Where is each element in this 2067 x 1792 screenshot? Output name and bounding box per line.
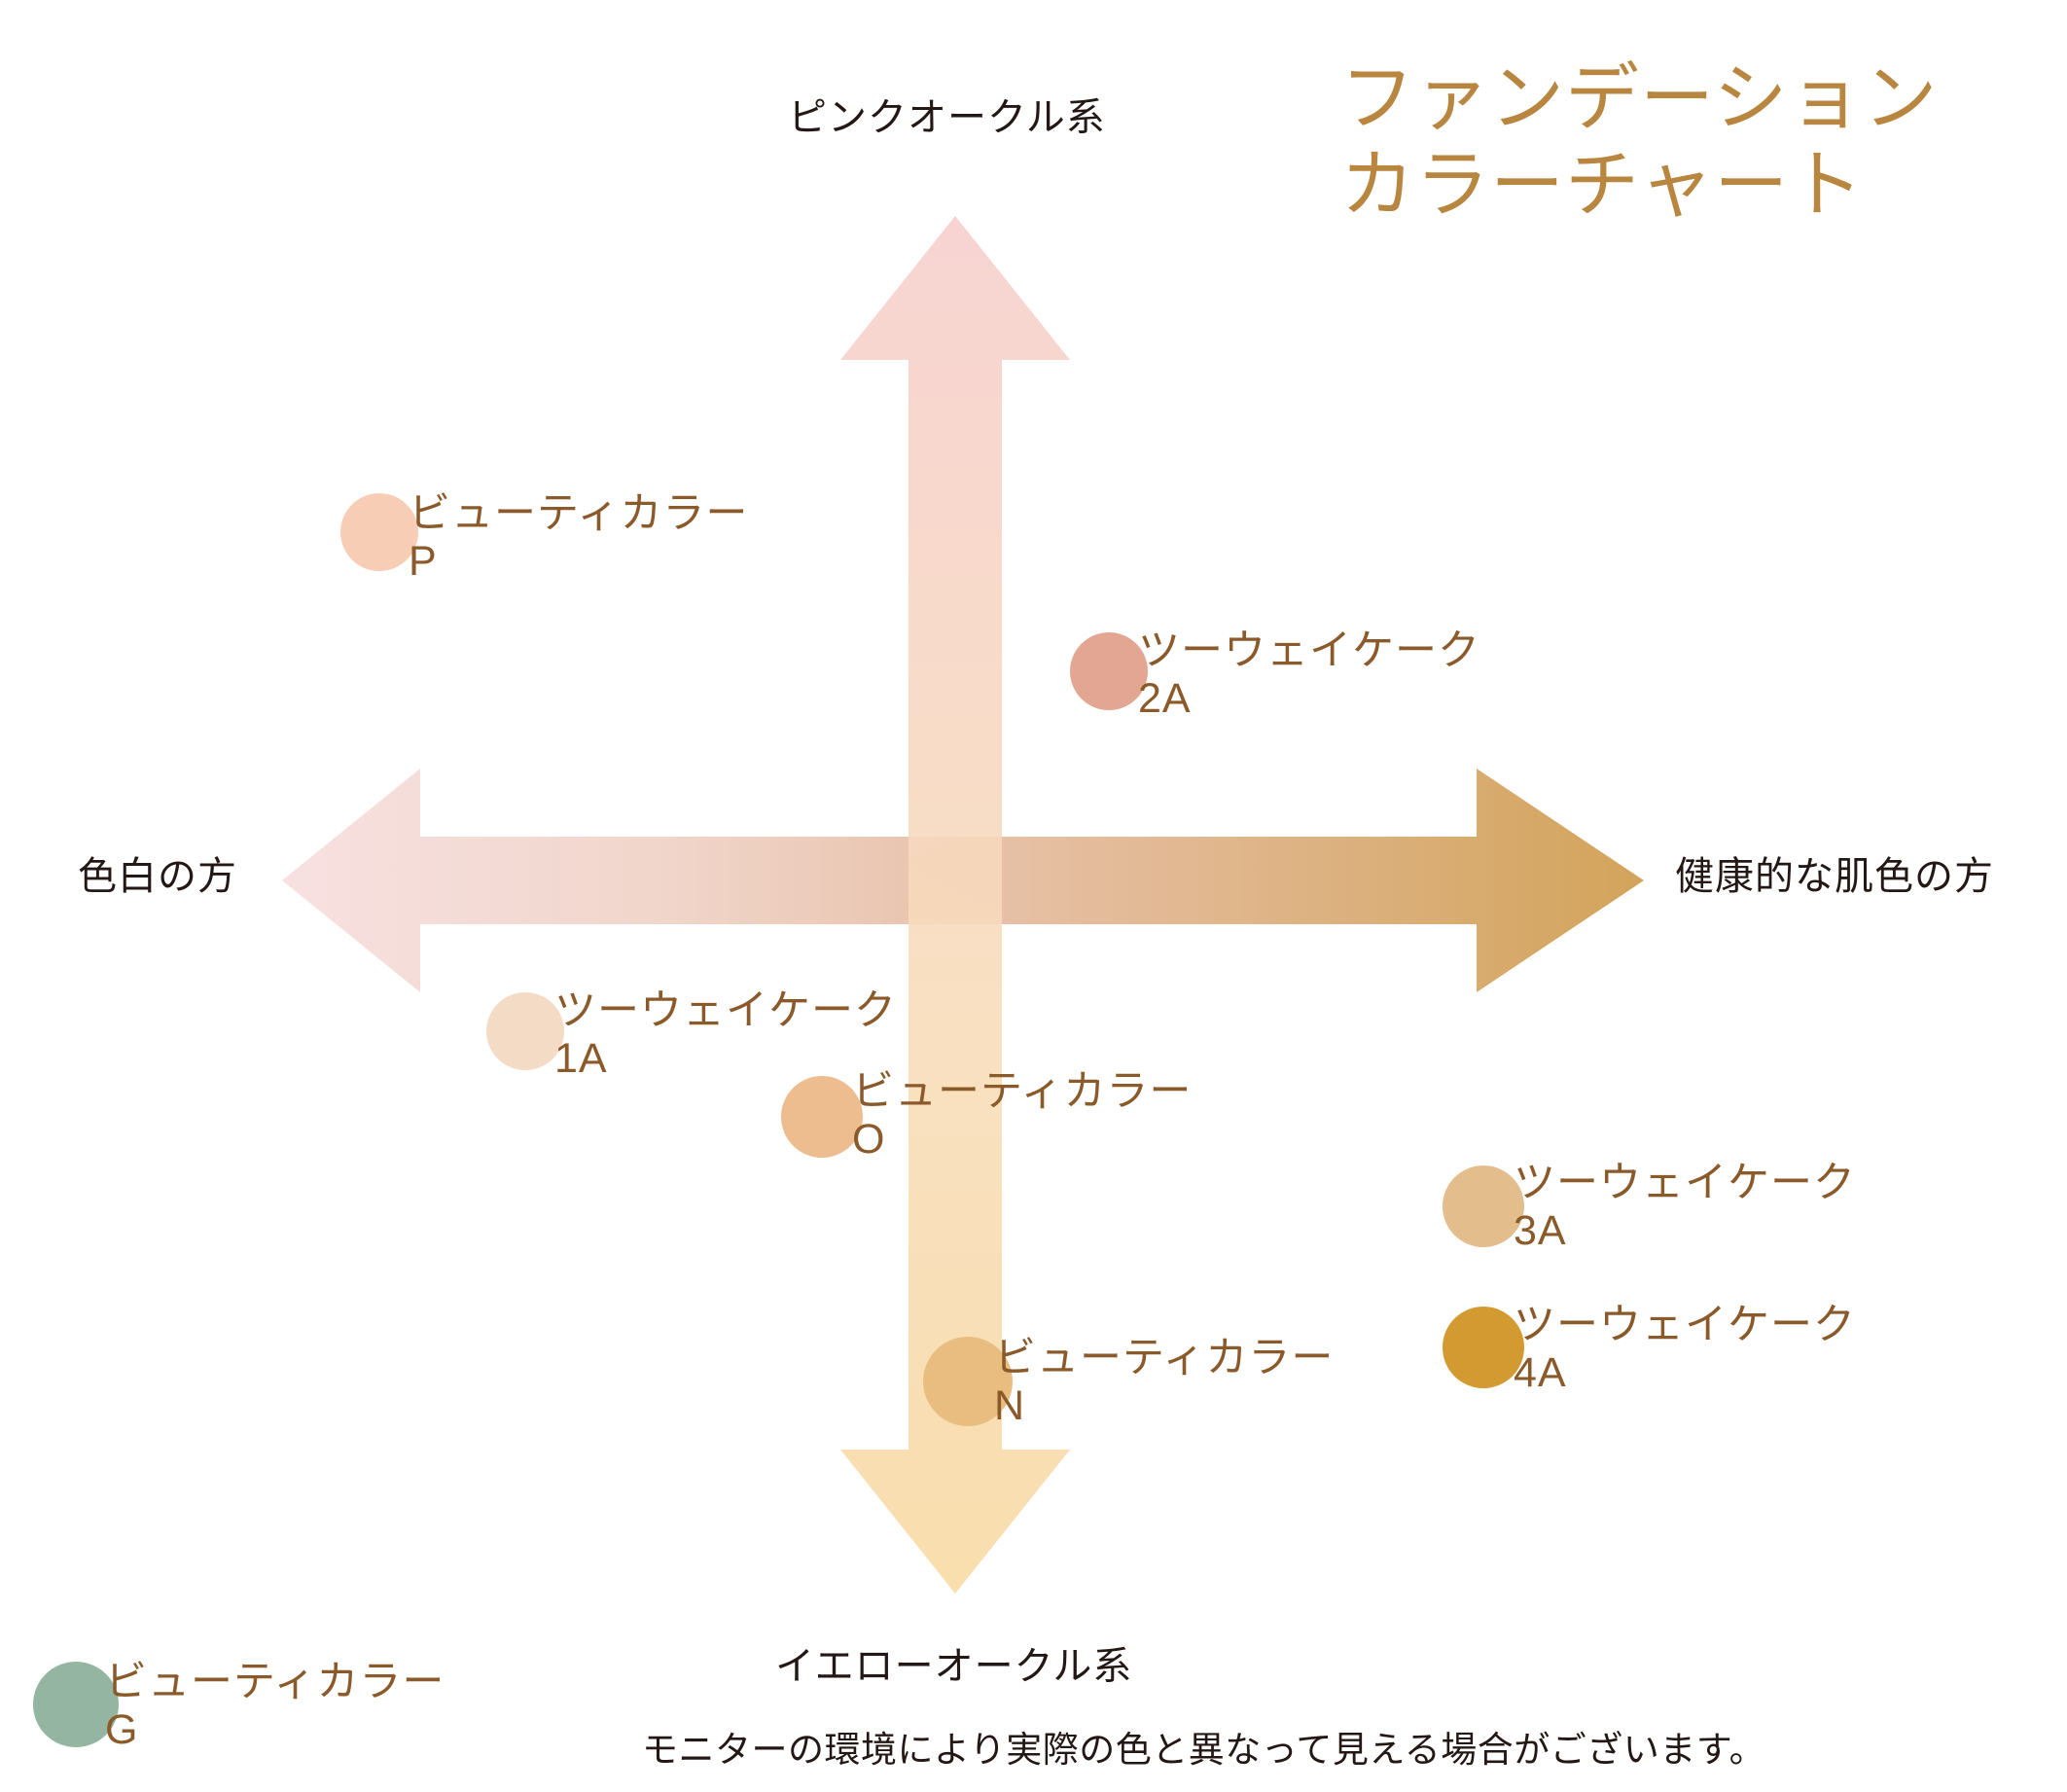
- color-swatch-g[interactable]: [33, 1662, 119, 1747]
- axis-label-top: ピンクオークル系: [788, 96, 1106, 139]
- swatch-brand: ツーウェイケーク: [554, 987, 897, 1034]
- color-swatch-p[interactable]: [340, 493, 418, 571]
- color-swatch-3a[interactable]: [1443, 1165, 1524, 1247]
- swatch-shade-code: P: [409, 537, 438, 585]
- swatch-brand: ビューティカラー: [852, 1068, 1193, 1115]
- page-title-line-2: カラーチャート: [1340, 143, 1865, 227]
- color-swatch-1a[interactable]: [486, 992, 564, 1070]
- color-swatch-o[interactable]: [781, 1076, 863, 1158]
- axis-label-bottom: イエローオークル系: [775, 1645, 1133, 1688]
- swatch-brand: ツーウェイケーク: [1514, 1160, 1856, 1206]
- axis-label-left: 色白の方: [78, 855, 237, 898]
- swatch-brand: ビューティカラー: [994, 1335, 1335, 1381]
- swatch-shade-code: N: [994, 1381, 1026, 1429]
- page-title: ファンデーション カラーチャート: [1340, 56, 1938, 230]
- swatch-shade-code: 2A: [1138, 674, 1192, 722]
- swatch-brand: ビューティカラー: [105, 1659, 445, 1705]
- axis-label-right: 健康的な肌色の方: [1675, 855, 1994, 898]
- color-swatch-4a[interactable]: [1443, 1307, 1524, 1388]
- swatch-brand: ビューティカラー: [409, 490, 749, 537]
- swatch-shade-code: G: [105, 1705, 139, 1753]
- color-disclaimer-note: モニターの環境により実際の色と異なって見える場合がございます。: [642, 1730, 1766, 1770]
- undertone-axis-arrow: [840, 216, 1070, 1594]
- page-title-line-1: ファンデーション: [1340, 57, 1939, 140]
- color-swatch-2a[interactable]: [1070, 632, 1148, 710]
- swatch-shade-code: 1A: [554, 1034, 608, 1082]
- color-swatch-n[interactable]: [923, 1337, 1013, 1426]
- swatch-shade-code: O: [852, 1115, 886, 1163]
- swatch-brand: ツーウェイケーク: [1138, 627, 1480, 674]
- swatch-shade-code: 4A: [1514, 1348, 1567, 1396]
- swatch-brand: ツーウェイケーク: [1514, 1302, 1856, 1348]
- swatch-shade-code: 3A: [1514, 1206, 1567, 1254]
